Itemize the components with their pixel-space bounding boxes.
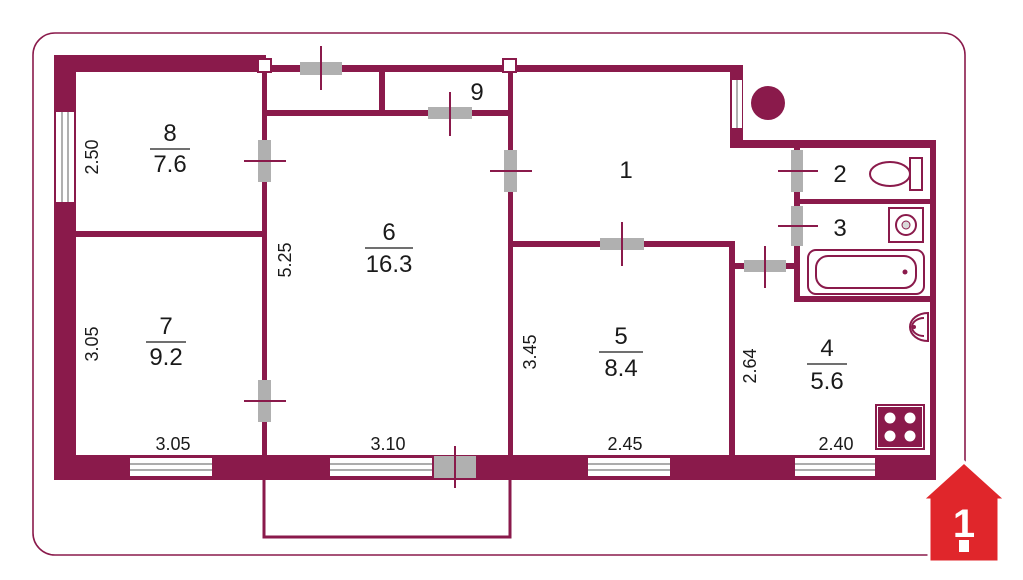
logo-digit: 1: [953, 502, 975, 546]
entry-door: [732, 80, 742, 128]
room-area-7: 9.2: [149, 344, 182, 371]
window-room8: [56, 112, 74, 202]
plan-frame: [32, 32, 966, 556]
riser-pipe-icon: [751, 86, 785, 120]
window-room7: [130, 458, 212, 476]
door-marker: [300, 46, 342, 90]
wall-post: [502, 58, 517, 73]
dimension-room5-height: 3.45: [520, 334, 540, 369]
balcony-door: [434, 446, 476, 488]
room-area-6: 16.3: [366, 251, 413, 278]
door-marker: [778, 150, 818, 192]
room-number-2: 2: [833, 161, 846, 188]
balcony-outline: [262, 473, 512, 539]
washing-machine-icon: [888, 207, 924, 243]
walls: [54, 55, 936, 480]
room-number-9: 9: [470, 79, 483, 106]
dimension-room6-width: 3.10: [370, 434, 405, 454]
door-marker: [244, 380, 286, 422]
window-room4: [795, 458, 875, 476]
toilet-icon: [869, 157, 923, 191]
room-number-4: 4: [820, 335, 833, 362]
room-area-8: 7.6: [153, 151, 186, 178]
room-area-5: 8.4: [604, 355, 637, 382]
room-number-1: 1: [619, 157, 632, 184]
dimension-room4-width: 2.40: [818, 434, 853, 454]
room-number-3: 3: [833, 215, 846, 242]
door-marker: [244, 140, 286, 182]
dimension-room7-height: 3.05: [82, 326, 102, 361]
dimension-room7-width: 3.05: [155, 434, 190, 454]
dimension-room4-height: 2.64: [740, 348, 760, 383]
room-number-8: 8: [163, 120, 176, 147]
room-number-6: 6: [382, 219, 395, 246]
room-area-4: 5.6: [810, 368, 843, 395]
room-number-5: 5: [614, 323, 627, 350]
house-logo-icon: 1: [918, 459, 1010, 564]
room-number-7: 7: [159, 313, 172, 340]
door-marker: [744, 246, 786, 288]
wall-post: [257, 58, 272, 73]
door-marker: [428, 92, 472, 136]
door-marker: [778, 206, 818, 246]
bathtub-icon: [807, 249, 925, 295]
stove-icon: [875, 404, 925, 450]
sink-icon: [909, 311, 929, 343]
windows: [56, 80, 875, 476]
dimension-room6-height: 5.25: [275, 242, 295, 277]
window-room6: [330, 458, 432, 476]
dimension-room5-width: 2.45: [607, 434, 642, 454]
dimension-room8-height: 2.50: [82, 139, 102, 174]
door-markers: [244, 46, 818, 422]
window-room5: [588, 458, 670, 476]
door-marker: [490, 150, 532, 192]
door-marker: [600, 222, 644, 266]
